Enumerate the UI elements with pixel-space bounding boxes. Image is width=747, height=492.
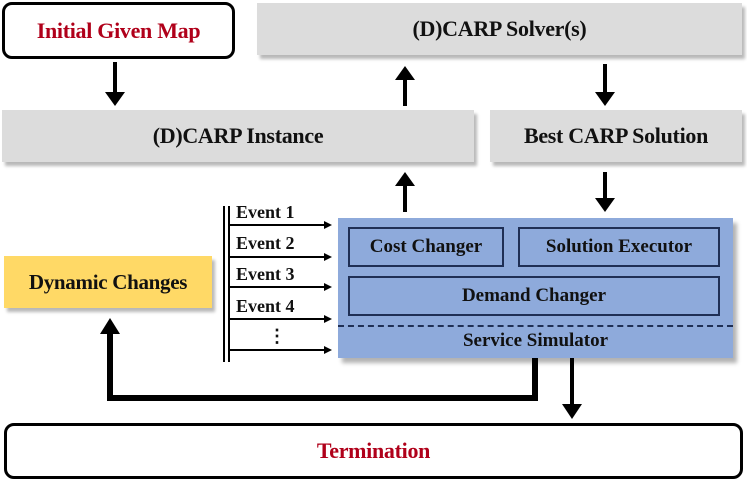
- demand-changer-node: Demand Changer: [348, 276, 720, 316]
- cost-changer-node: Cost Changer: [348, 227, 504, 267]
- solution-executor-label: Solution Executor: [545, 236, 693, 257]
- service-simulator-label: Service Simulator: [462, 330, 609, 351]
- instance-label: (D)CARP Instance: [152, 123, 324, 148]
- arrow-sim-to-termination-head: [562, 404, 582, 419]
- dynamic-changes-label: Dynamic Changes: [28, 269, 188, 294]
- arrow-best-to-sim-head: [595, 198, 615, 212]
- event-label-1: Event 1: [236, 202, 295, 222]
- best-solution-node: Best CARP Solution: [490, 110, 742, 162]
- event-label-5: ⋮: [268, 326, 286, 346]
- arrow-map-to-instance-head: [105, 92, 125, 106]
- arrow-solver-to-best-head: [595, 92, 615, 106]
- event-label-2: Event 2: [236, 233, 295, 253]
- arrow-sim-to-instance-head: [395, 172, 415, 186]
- termination-label: Termination: [316, 438, 431, 463]
- demand-changer-label: Demand Changer: [461, 285, 607, 306]
- solver-label: (D)CARP Solver(s): [412, 16, 587, 41]
- simulator-divider: [338, 325, 733, 327]
- best-solution-label: Best CARP Solution: [523, 123, 709, 148]
- initial-given-map-node: Initial Given Map: [2, 2, 235, 59]
- service-simulator-panel: Cost Changer Solution Executor Demand Ch…: [338, 218, 733, 358]
- solver-node: (D)CARP Solver(s): [257, 3, 742, 55]
- solution-executor-node: Solution Executor: [518, 227, 720, 267]
- dynamic-changes-node: Dynamic Changes: [4, 256, 212, 308]
- initial-given-map-label: Initial Given Map: [36, 17, 201, 43]
- instance-node: (D)CARP Instance: [2, 110, 474, 162]
- event-label-3: Event 3: [236, 264, 295, 284]
- arrow-sim-to-dynamic-head: [100, 318, 120, 334]
- arrow-instance-to-solver-head: [395, 66, 415, 80]
- termination-node: Termination: [4, 423, 743, 479]
- event-label-4: Event 4: [236, 296, 295, 316]
- cost-changer-label: Cost Changer: [369, 236, 483, 257]
- arrow-sim-to-dynamic: [107, 330, 538, 401]
